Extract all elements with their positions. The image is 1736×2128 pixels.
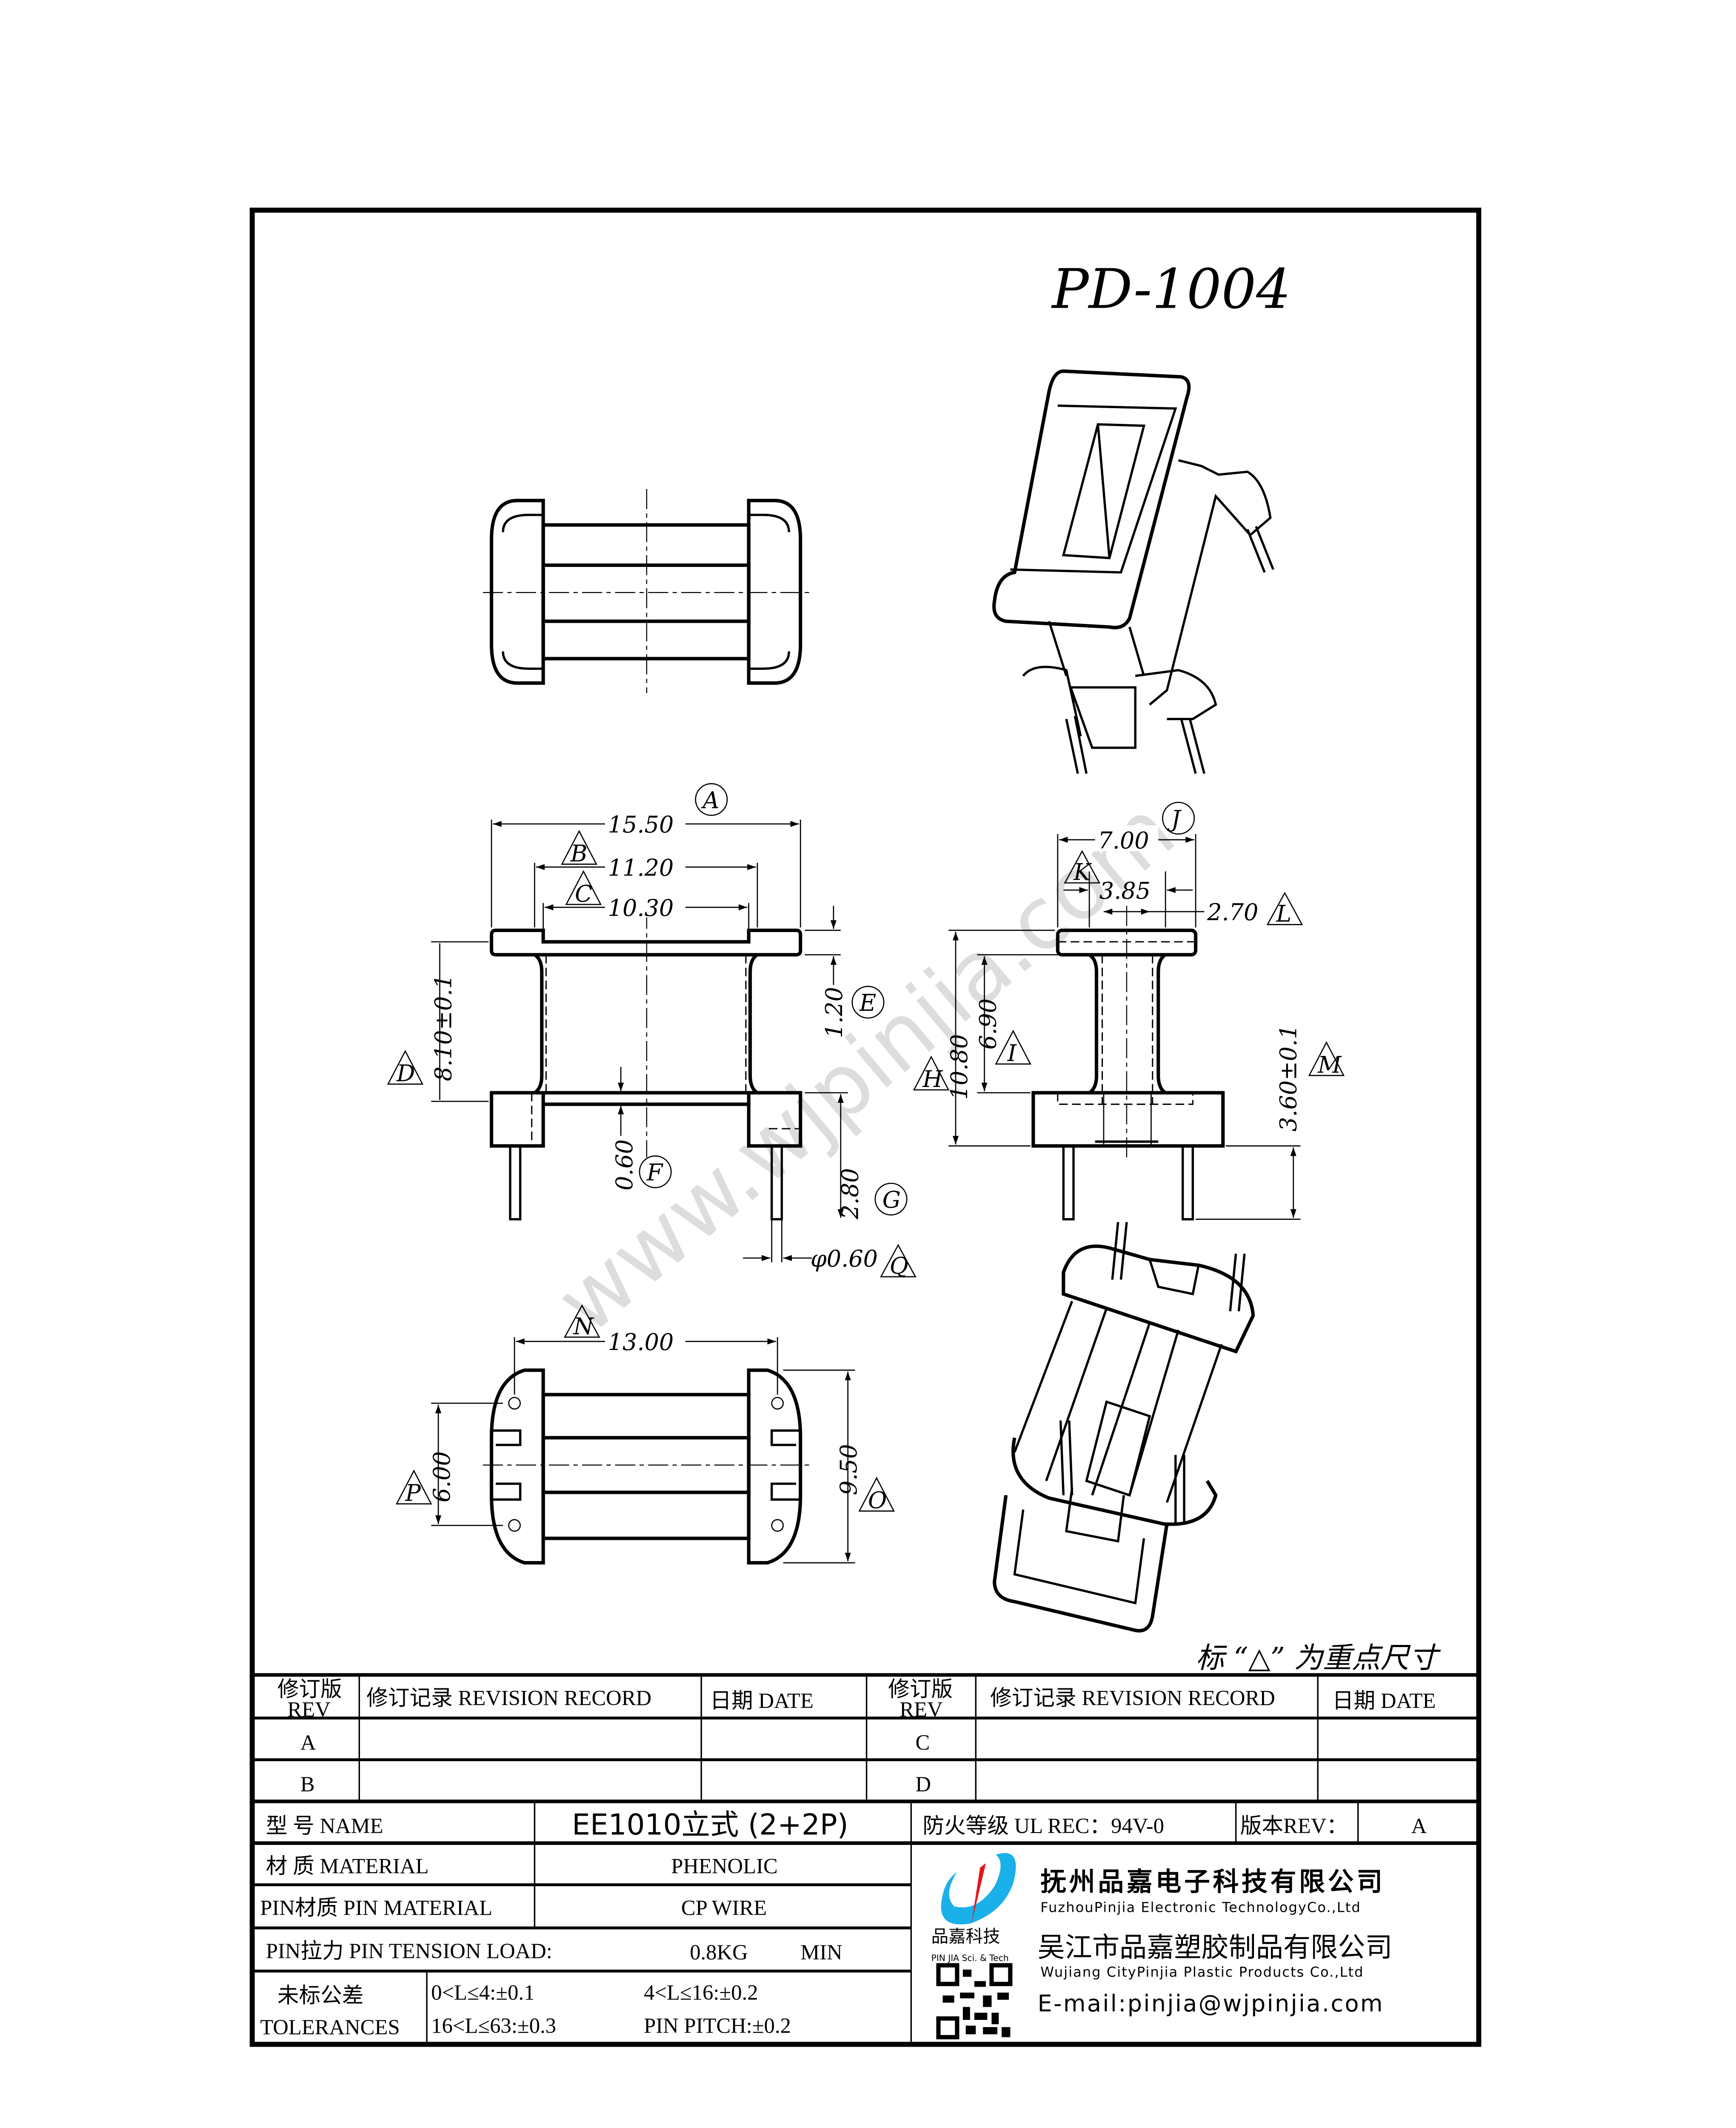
tag-o: O: [868, 1487, 887, 1514]
rev-header-right: 修订版: [888, 1677, 953, 1701]
company-name-1-en: FuzhouPinjia Electronic TechnologyCo.,Lt…: [1040, 1899, 1361, 1916]
rev-a: A: [300, 1730, 316, 1754]
material-value: PHENOLIC: [671, 1854, 777, 1878]
dim-b: 11.20: [608, 855, 674, 881]
dim-h: 10.80: [946, 1034, 973, 1100]
sheet-border: [249, 207, 1482, 2047]
tag-n: N: [573, 1313, 594, 1340]
ul-rating: 防火等级 UL REC：94V-0: [922, 1814, 1164, 1838]
tolerance-4: PIN PITCH:±0.2: [644, 2014, 791, 2037]
record-header-right: 修订记录 REVISION RECORD: [990, 1686, 1275, 1710]
tolerance-label: 未标公差: [277, 1983, 364, 2007]
rev-label: 版本REV：: [1240, 1814, 1348, 1838]
isometric-view-top: [992, 369, 1274, 774]
bottom-view: 13.00 N 6.00 P 9.50 O: [395, 1304, 895, 1565]
dim-j: 7.00: [1098, 827, 1149, 854]
tag-p: P: [405, 1480, 421, 1507]
tolerance-3: 16<L≤63:±0.3: [431, 2014, 556, 2037]
part-number: PD-1004: [1051, 257, 1291, 321]
side-view: 7.00 J 3.85 K 2.70 L 10.80 H 6.90 I 3.60…: [913, 801, 1345, 1221]
rev-c: C: [915, 1730, 930, 1754]
isometric-view-bottom: [993, 1222, 1255, 1633]
date-header-right: 日期 DATE: [1332, 1689, 1436, 1713]
company-name-2-en: Wujiang CityPinjia Plastic Products Co.,…: [1040, 1964, 1364, 1980]
rev-header-en-left: REV: [287, 1697, 331, 1721]
company-name-2: 吴江市品嘉塑胶制品有限公司: [1038, 1931, 1393, 1963]
date-header-left: 日期 DATE: [710, 1689, 813, 1713]
rev-value: A: [1411, 1814, 1427, 1838]
tag-f: F: [646, 1159, 664, 1186]
dim-f: 0.60: [611, 1139, 638, 1190]
tolerance-label-en: TOLERANCES: [260, 2015, 400, 2039]
tolerance-2: 4<L≤16:±0.2: [644, 1981, 758, 2005]
tag-m: M: [1317, 1051, 1342, 1078]
key-dimension-note: 标 “△” 为重点尺寸: [1196, 1641, 1441, 1675]
rev-header-left: 修订版: [277, 1677, 342, 1701]
tag-l: L: [1276, 901, 1291, 927]
material-label: 材 质 MATERIAL: [266, 1854, 429, 1878]
top-view: [483, 489, 809, 693]
dim-n: 13.00: [608, 1329, 674, 1356]
rev-header-en-right: REV: [899, 1697, 943, 1721]
company-email: E-mail:pinjia@wjpinjia.com: [1038, 1990, 1384, 2017]
company-info: 品嘉科技 PIN JIA Sci. & Tech 抚州品嘉电子科技有限公司 Fu…: [931, 1853, 1393, 2039]
qr-code-icon: [936, 1963, 1013, 2039]
tolerance-1: 0<L≤4:±0.1: [431, 1981, 534, 2005]
tag-k: K: [1073, 859, 1092, 886]
logo-text: 品嘉科技: [931, 1926, 1000, 1947]
dim-g: 2.80: [837, 1168, 863, 1219]
tag-i: I: [1007, 1040, 1017, 1067]
record-header-left: 修订记录 REVISION RECORD: [366, 1686, 651, 1710]
tag-b: B: [570, 840, 588, 867]
dim-q: φ0.60: [811, 1245, 878, 1272]
dim-m: 3.60±0.1: [1275, 1024, 1302, 1131]
rev-d: D: [915, 1772, 931, 1796]
company-name-1: 抚州品嘉电子科技有限公司: [1040, 1867, 1385, 1897]
dim-a: 15.50: [608, 811, 674, 838]
rev-b: B: [300, 1772, 315, 1796]
dim-i: 6.90: [975, 998, 1002, 1050]
name-label: 型 号 NAME: [266, 1814, 383, 1838]
name-value: EE1010立式 (2+2P): [572, 1808, 848, 1841]
tag-g: G: [882, 1187, 901, 1213]
tag-d: D: [396, 1060, 415, 1087]
dim-p: 6.00: [428, 1451, 455, 1502]
tag-q: Q: [890, 1253, 908, 1279]
revision-table: 修订版 REV 修订记录 REVISION RECORD 日期 DATE 修订版…: [251, 1673, 1479, 1803]
tension-value: 0.8KG: [690, 1940, 748, 1964]
dim-l: 2.70: [1207, 899, 1258, 926]
pin-material-value: CP WIRE: [681, 1896, 767, 1919]
logo-subtext: PIN JIA Sci. & Tech: [931, 1953, 1009, 1963]
tag-c: C: [575, 880, 592, 907]
dim-e: 1.20: [821, 987, 848, 1038]
tension-unit: MIN: [800, 1940, 842, 1964]
title-block: 型 号 NAME EE1010立式 (2+2P) 防火等级 UL REC：94V…: [251, 1801, 1479, 2045]
front-view: 15.50 11.20 10.30 A B C 8.10±0.1 D 1.20 …: [387, 783, 917, 1279]
tag-e: E: [859, 990, 876, 1016]
dim-k: 3.85: [1099, 878, 1151, 904]
dim-o: 9.50: [835, 1444, 862, 1495]
tag-a: A: [701, 787, 720, 814]
dim-c: 10.30: [608, 895, 674, 921]
tag-h: H: [922, 1066, 943, 1093]
company-logo-icon: [941, 1853, 1016, 1925]
pin-material-label: PIN材质 PIN MATERIAL: [260, 1896, 492, 1919]
dim-d: 8.10±0.1: [430, 974, 457, 1081]
tension-label: PIN拉力 PIN TENSION LOAD:: [266, 1939, 552, 1963]
